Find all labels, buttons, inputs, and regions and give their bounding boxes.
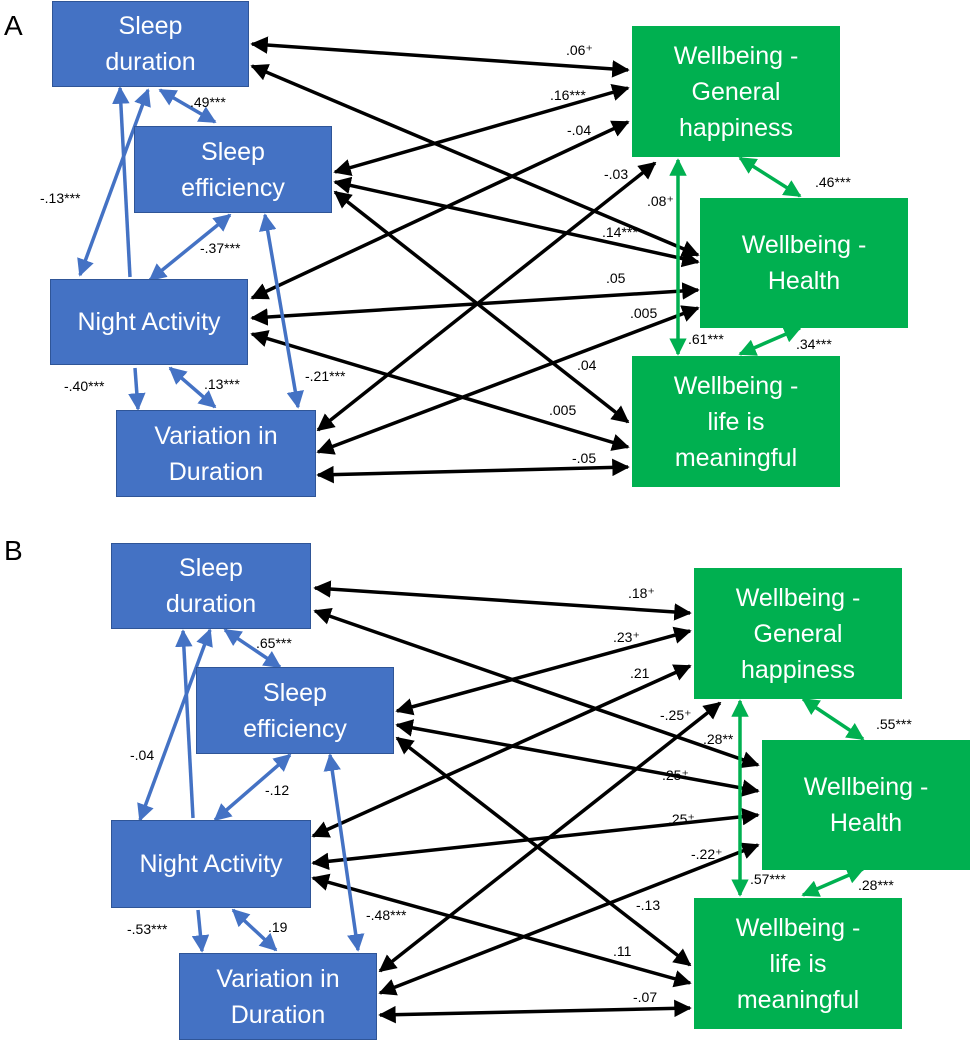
path-sd-na [137, 628, 213, 822]
path-vd-wg [378, 701, 722, 973]
path-wg-wh [738, 156, 802, 198]
coef-se-wl: -.13 [636, 897, 661, 913]
coef-na-vd: .19 [268, 919, 288, 935]
path-vd-wh [316, 305, 700, 455]
node-wellbeing-meaning: Wellbeing - life is meaningful [632, 356, 840, 487]
path-wh-wl [801, 867, 865, 897]
coef-se-vd: -.48*** [366, 907, 407, 923]
coef-vd-wl: -.07 [633, 989, 658, 1005]
coef-sd-wh: .28** [703, 731, 734, 747]
path-wg-wh [801, 697, 865, 741]
coef-na-vd-left: -.53*** [127, 921, 168, 937]
coef-na-wh: .05 [606, 270, 626, 286]
coef-se-na: -.12 [265, 782, 290, 798]
coef-wg-wl: .61*** [688, 331, 724, 347]
coef-vd-wh: .005 [630, 305, 658, 321]
path-na-sd [112, 86, 132, 278]
coef-vd-wg: -.25⁺ [660, 707, 692, 723]
path-wh-wl [738, 326, 802, 356]
node-night-activity: Night Activity [50, 279, 248, 365]
path-vd-wh [378, 842, 760, 996]
path-na-vd-down [128, 367, 146, 411]
coef-wg-wh: .46*** [815, 174, 851, 190]
path-sd-se [158, 88, 217, 124]
node-sleep-duration: Sleep duration [111, 543, 311, 629]
coef-na-vd: .13*** [204, 376, 240, 392]
coef-sd-wg: .18⁺ [628, 585, 655, 601]
coef-se-vd: -.21*** [305, 368, 346, 384]
path-na-vd [168, 366, 217, 409]
node-variation-duration: Variation in Duration [179, 953, 377, 1040]
path-vd-wl [316, 458, 630, 484]
coef-wh-wl: .34*** [796, 336, 832, 352]
coef-se-na: -.37*** [200, 240, 241, 256]
node-sleep-duration: Sleep duration [52, 1, 249, 87]
path-se-vd [259, 213, 304, 409]
node-sleep-efficiency: Sleep efficiency [134, 126, 332, 213]
node-wellbeing-health: Wellbeing - Health [762, 740, 970, 870]
coef-na-wh: .25⁺ [668, 811, 695, 827]
path-na-vd [231, 908, 278, 952]
coef-se-wl: .04 [577, 357, 597, 373]
panel-label: A [4, 10, 23, 41]
coef-se-wg: .23⁺ [613, 629, 640, 645]
coef-wh-wl: .28*** [858, 877, 894, 893]
coef-na-wl: .11 [613, 943, 632, 959]
coef-vd-wl: -.05 [572, 450, 597, 466]
panel-a: A [0, 0, 971, 505]
coef-sd-se: .65*** [256, 635, 292, 651]
coef-se-wh: .14*** [602, 224, 638, 240]
panel-label: B [4, 535, 23, 566]
coef-na-vd-left: -.40*** [64, 378, 105, 394]
path-se-wl [333, 190, 630, 424]
arrows-layer [77, 36, 802, 484]
coef-sd-se: .49*** [190, 94, 226, 110]
path-sd-se [223, 628, 282, 669]
node-night-activity: Night Activity [111, 820, 311, 908]
arrows-layer [137, 580, 865, 1024]
path-se-wh [333, 176, 700, 268]
node-wellbeing-meaning: Wellbeing - life is meaningful [694, 898, 902, 1029]
coef-na-wg: -.04 [567, 122, 592, 138]
coef-se-wg: .16*** [550, 87, 586, 103]
coef-se-wh: .25⁺ [662, 767, 689, 783]
coef-na-wg: .21 [630, 665, 650, 681]
path-se-vd [323, 753, 365, 952]
coef-sd-wh: .08⁺ [647, 193, 674, 209]
path-se-na [213, 753, 292, 822]
coef-vd-wg: -.03 [604, 166, 629, 182]
node-variation-duration: Variation in Duration [116, 410, 316, 497]
panel-b: B Sl [0, 533, 971, 1040]
path-se-na [148, 213, 232, 282]
coef-sd-na: -.04 [130, 747, 155, 763]
path-na-vd-down [191, 909, 210, 953]
path-na-sd [175, 629, 195, 819]
coef-sd-na: -.13*** [40, 190, 81, 206]
coef-na-wl: .005 [549, 402, 577, 418]
node-wellbeing-general: Wellbeing - General happiness [694, 568, 902, 699]
coef-sd-wg: .06⁺ [566, 42, 593, 58]
node-sleep-efficiency: Sleep efficiency [196, 667, 394, 754]
node-wellbeing-health: Wellbeing - Health [700, 198, 908, 328]
coef-wg-wh: .55*** [876, 716, 912, 732]
path-sd-na [77, 88, 151, 277]
coef-vd-wh: -.22⁺ [691, 846, 723, 862]
coef-wg-wl: .57*** [750, 871, 786, 887]
node-wellbeing-general: Wellbeing - General happiness [632, 26, 840, 157]
path-vd-wl [378, 999, 692, 1024]
